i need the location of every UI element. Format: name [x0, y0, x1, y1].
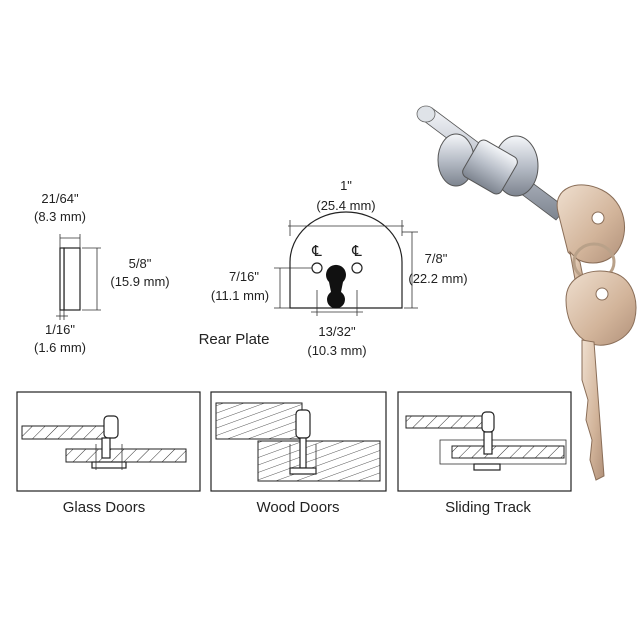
key-slot [325, 264, 346, 309]
centerline-right-symbol: ℄ [351, 243, 362, 260]
plate-width-in: 1" [340, 178, 352, 193]
plate-height-in: 7/8" [425, 251, 448, 266]
sliding-track-channel [439, 439, 567, 465]
centerline-left-symbol: ℄ [311, 243, 322, 260]
cam-width-in: 21/64" [41, 191, 79, 206]
cam-height-in: 5/8" [129, 256, 152, 271]
plate-width-mm: (25.4 mm) [316, 198, 375, 213]
wood-door-front [215, 402, 303, 440]
panel-label-sliding-track: Sliding Track [445, 499, 531, 516]
lock-with-keys-image [416, 105, 637, 481]
plate-offset-mm: (11.1 mm) [211, 288, 269, 303]
cam-width-mm: (8.3 mm) [34, 209, 86, 224]
glass-door-front [21, 425, 107, 440]
wood-door-rear [257, 440, 381, 482]
sliding-door-front [405, 415, 485, 429]
cam-flange [59, 247, 65, 311]
plate-height-mm: (22.2 mm) [408, 271, 467, 286]
cam-body [63, 247, 81, 311]
panel-sliding-track [397, 391, 572, 492]
plate-hole-mm: (10.3 mm) [307, 343, 366, 358]
glass-door-rear [65, 448, 187, 463]
panel-wood-doors [210, 391, 387, 492]
lock-cylinder [462, 139, 518, 195]
cam-height-mm: (15.9 mm) [110, 274, 169, 289]
panel-glass-doors [16, 391, 201, 492]
plate-offset-in: 7/16" [229, 269, 259, 284]
cam-flange-mm: (1.6 mm) [34, 340, 86, 355]
rear-plate-label: Rear Plate [199, 331, 270, 348]
sliding-door-rear [451, 445, 565, 459]
cam-profile-drawing [56, 234, 101, 320]
key-blade [581, 339, 605, 481]
rear-plate-drawing [274, 211, 418, 316]
cam-flange-in: 1/16" [45, 322, 75, 337]
screw-hole-right [351, 262, 363, 274]
panel-label-glass-doors: Glass Doors [63, 499, 146, 516]
panel-label-wood-doors: Wood Doors [256, 499, 339, 516]
rear-plate-outline [289, 211, 403, 309]
key-lower [565, 270, 637, 481]
screw-hole-left [311, 262, 323, 274]
plate-hole-in: 13/32" [318, 324, 356, 339]
